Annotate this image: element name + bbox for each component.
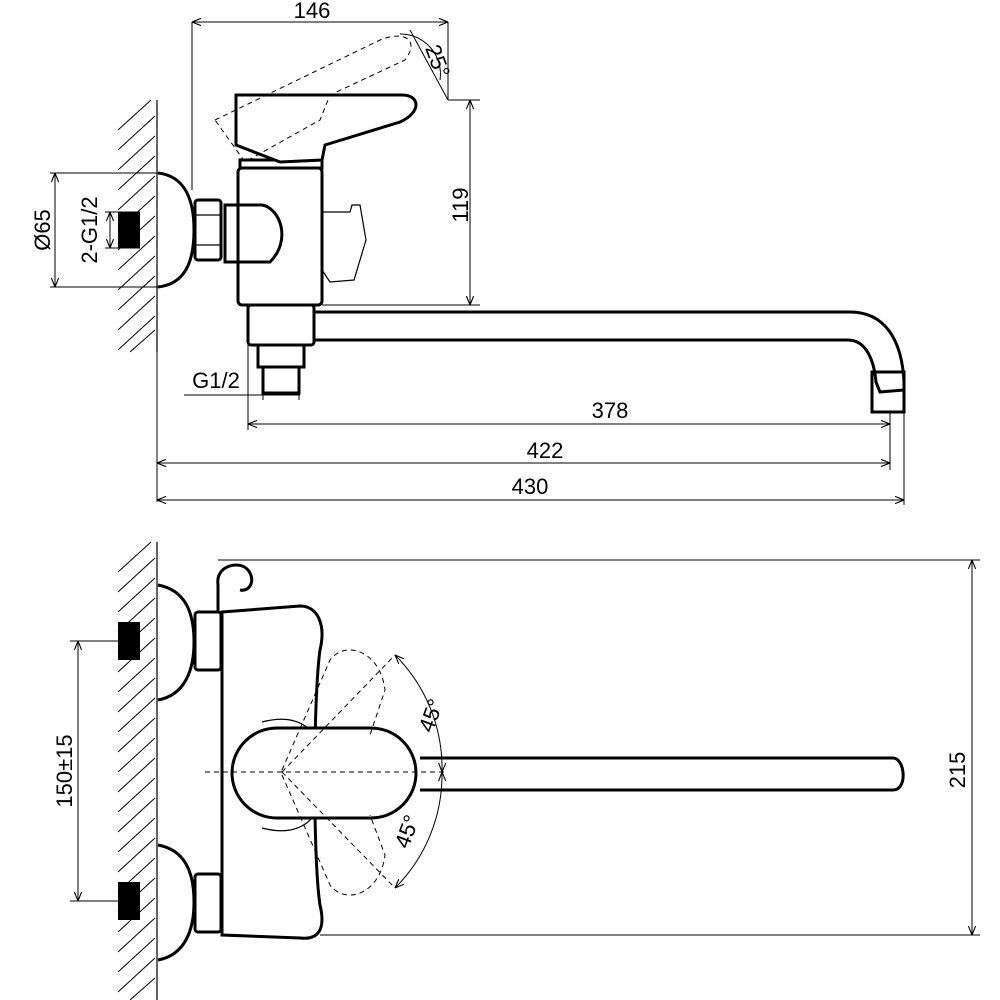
angle-25-label: 25° bbox=[420, 41, 455, 81]
dim-inlet-spacing-label: 150±15 bbox=[52, 734, 77, 807]
wall-flange-top bbox=[157, 171, 196, 289]
wall-hatching-bottom bbox=[117, 541, 158, 1000]
wall-hatching-top bbox=[117, 99, 158, 353]
mixer-body-side bbox=[236, 166, 324, 307]
spout-top bbox=[420, 756, 905, 792]
dim-422-label: 422 bbox=[527, 438, 564, 463]
lever-handle-top bbox=[230, 726, 418, 820]
dim-flange-label: Ø65 bbox=[30, 209, 55, 251]
inlet-pipe-top bbox=[118, 212, 140, 248]
wall-flange-lower bbox=[157, 843, 196, 962]
dim-119-label: 119 bbox=[448, 187, 473, 222]
wall-flange-upper bbox=[157, 583, 196, 702]
shower-holder-hook bbox=[216, 563, 254, 612]
lever-handle-rotated-down bbox=[281, 774, 386, 896]
dim-215-label: 215 bbox=[945, 752, 970, 789]
angle-45-lower-label: 45° bbox=[390, 812, 425, 852]
angle-45-upper-label: 45° bbox=[414, 696, 449, 736]
connector-nut-top bbox=[193, 198, 223, 262]
connector-nut-lower bbox=[193, 872, 223, 934]
top-view: 45° 45° 150±15 215 bbox=[52, 541, 980, 1000]
dim-outlet-thread-label: G1/2 bbox=[192, 368, 240, 393]
lever-handle-rotated-up bbox=[281, 649, 386, 771]
dim-430-label: 430 bbox=[512, 474, 549, 499]
connector-nut-upper bbox=[193, 610, 223, 672]
side-view: 146 25° 119 Ø65 2-G1/2 G1/2 378 bbox=[30, 0, 906, 505]
dim-inlet-thread-label: 2-G1/2 bbox=[77, 196, 102, 263]
lever-handle-side bbox=[234, 93, 418, 164]
dim-378-label: 378 bbox=[592, 398, 629, 423]
dim-146-label: 146 bbox=[294, 0, 331, 23]
spout-side bbox=[314, 310, 906, 394]
lever-handle-tilted bbox=[214, 35, 412, 163]
